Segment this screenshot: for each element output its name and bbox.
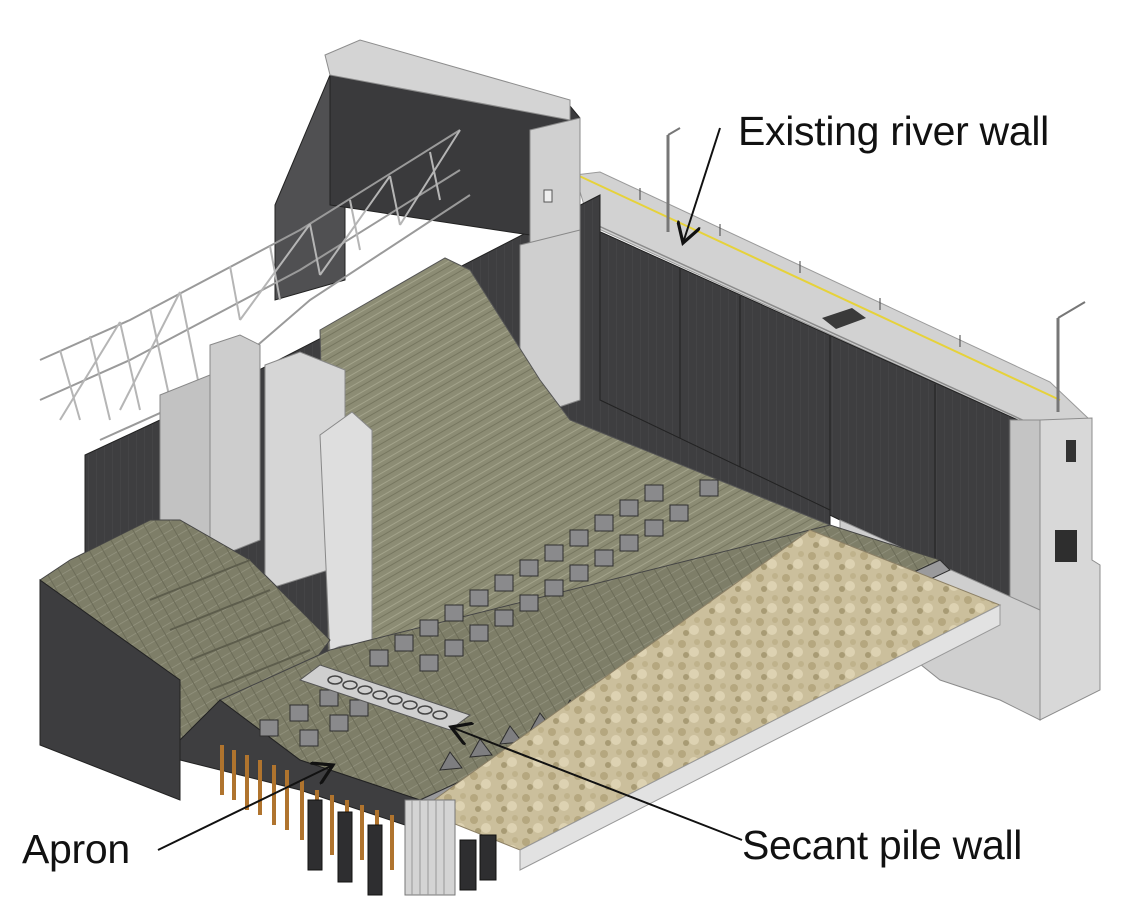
apron-label: Apron <box>22 826 130 872</box>
truss-bridge <box>39 129 471 441</box>
river-wall-arrow <box>683 127 721 243</box>
secant-pile-arrow <box>451 727 743 841</box>
river-wall-label: Existing river wall <box>738 108 1049 154</box>
apron-arrow <box>157 765 333 851</box>
secant-pile-wall <box>298 664 472 896</box>
callout-arrows <box>157 127 743 851</box>
existing-river-wall <box>574 127 1101 721</box>
secant-pile-wall-label: Secant pile wall <box>742 822 1023 868</box>
foundation-piles <box>220 745 497 896</box>
baffle-blocks <box>259 479 719 747</box>
